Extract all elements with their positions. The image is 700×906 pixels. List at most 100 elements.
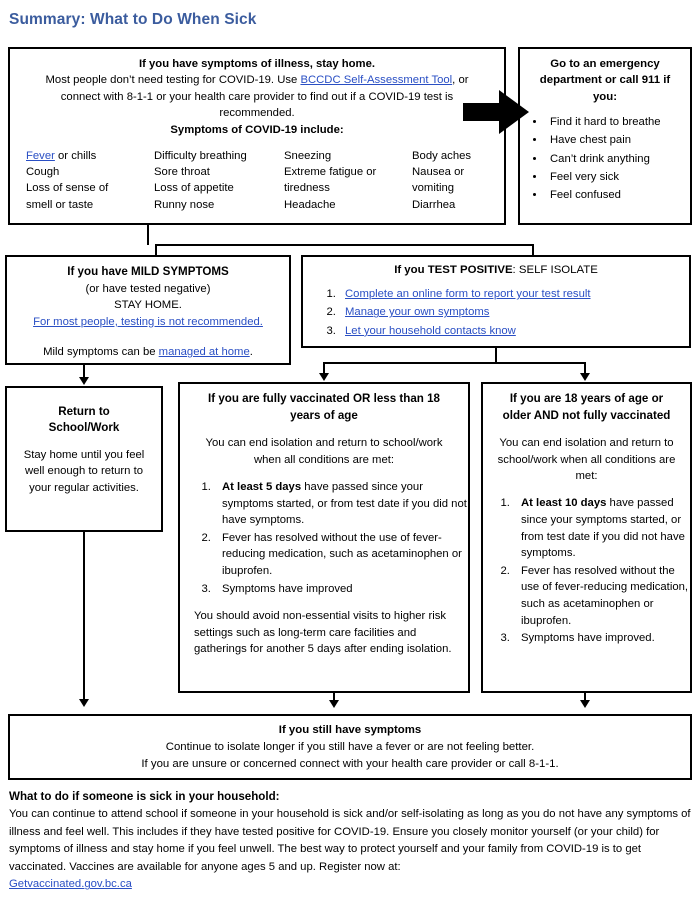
positive-heading-bold: If you TEST POSITIVE <box>394 264 513 276</box>
arrowhead-icon <box>319 373 329 381</box>
connector-line <box>333 693 335 701</box>
connector-line <box>584 362 586 374</box>
list-item: Find it hard to breathe <box>546 113 686 131</box>
symptoms-intro: If you have symptoms of illness, stay ho… <box>26 56 488 138</box>
mild-tail-post: . <box>249 346 253 359</box>
connector-line <box>584 693 586 701</box>
mild-line2: (or have tested negative) <box>85 282 211 295</box>
vaccinated-heading: If you are fully vaccinated OR less than… <box>208 392 440 422</box>
vaccinated-conditions-list: At least 5 days have passed since your s… <box>180 479 468 597</box>
mild-heading: If you have MILD SYMPTOMS <box>67 265 229 278</box>
symptom-col-1: Fever or chills Cough Loss of sense of s… <box>26 148 154 213</box>
condition-rest: have passed since your symptoms started,… <box>222 481 467 527</box>
condition-rest: Symptoms have improved <box>222 582 353 595</box>
symptoms-heading: If you have symptoms of illness, stay ho… <box>138 58 376 70</box>
symptoms-subheading: Symptoms of COVID-19 include: <box>170 123 344 136</box>
condition-bold: At least 5 days <box>222 481 302 493</box>
symptom-nausea-1: Nausea or <box>412 166 465 179</box>
connector-line <box>155 244 157 256</box>
positive-heading: If you TEST POSITIVE: SELF ISOLATE <box>303 264 689 276</box>
getvaccinated-link[interactable]: Getvaccinated.gov.bc.ca <box>9 878 132 891</box>
condition-rest: have passed since your symptoms started,… <box>521 497 685 560</box>
arrowhead-icon <box>580 700 590 708</box>
still-have-symptoms-box: If you still have symptoms Continue to i… <box>8 714 692 780</box>
list-item: Symptoms have improved <box>214 581 468 598</box>
managed-at-home-link[interactable]: managed at home <box>158 346 250 359</box>
list-item: Fever has resolved without the use of fe… <box>513 563 690 629</box>
still-line3: If you are unsure or concerned connect w… <box>141 758 559 770</box>
household-contacts-link[interactable]: Let your household contacts know <box>345 324 516 337</box>
connector-line <box>155 244 534 246</box>
symptom-runny-nose: Runny nose <box>154 198 215 211</box>
mild-tail-pre: Mild symptoms can be <box>43 346 159 359</box>
unvaccinated-subheading: You can end isolation and return to scho… <box>497 437 676 482</box>
symptom-loss-sense-2: smell or taste <box>26 198 94 211</box>
symptoms-grid: Fever or chills Cough Loss of sense of s… <box>26 148 504 213</box>
footer-body-text: You can continue to attend school if som… <box>9 808 691 873</box>
condition-rest: Fever has resolved without the use of fe… <box>521 564 689 627</box>
list-item: Fever has resolved without the use of fe… <box>214 530 468 580</box>
condition-rest: Fever has resolved without the use of fe… <box>222 531 462 577</box>
mild-line3: STAY HOME. <box>114 299 182 312</box>
condition-bold: At least 10 days <box>521 497 607 510</box>
symptom-loss-sense-1: Loss of sense of <box>26 182 109 195</box>
unvaccinated-conditions-list: At least 10 days have passed since your … <box>483 495 690 646</box>
symptom-sneezing: Sneezing <box>284 150 332 163</box>
connector-line <box>83 365 85 378</box>
fully-vaccinated-box: If you are fully vaccinated OR less than… <box>178 382 470 693</box>
manage-symptoms-link[interactable]: Manage your own symptoms <box>345 306 490 319</box>
page-title: Summary: What to Do When Sick <box>9 11 257 28</box>
return-heading-line2: School/Work <box>48 421 120 435</box>
mild-symptoms-box: If you have MILD SYMPTOMS (or have teste… <box>5 255 291 365</box>
symptom-fatigue-1: Extreme fatigue or <box>284 166 377 179</box>
test-positive-box: If you TEST POSITIVE: SELF ISOLATE Compl… <box>301 255 691 348</box>
symptom-sore-throat: Sore throat <box>154 166 210 179</box>
list-item: At least 5 days have passed since your s… <box>214 479 468 529</box>
bccdc-self-assessment-link[interactable]: BCCDC Self-Assessment Tool <box>300 74 453 87</box>
fever-link[interactable]: Fever <box>26 150 55 163</box>
list-item[interactable]: Manage your own symptoms <box>339 303 689 321</box>
connector-line <box>495 348 497 363</box>
symptoms-line2-post: , or connect with 8-1-1 or your health c… <box>60 74 469 120</box>
connector-line <box>323 362 586 364</box>
symptom-col-2: Difficulty breathing Sore throat Loss of… <box>154 148 284 213</box>
emergency-box: Go to an emergency department or call 91… <box>518 47 692 225</box>
positive-heading-rest: : SELF ISOLATE <box>512 264 598 276</box>
symptom-fatigue-2: tiredness <box>284 182 330 195</box>
testing-not-recommended-link[interactable]: For most people, testing is not recommen… <box>33 315 263 328</box>
list-item: Can’t drink anything <box>546 150 686 168</box>
symptom-headache: Headache <box>284 198 336 211</box>
still-line2: Continue to isolate longer if you still … <box>165 741 535 753</box>
emergency-arrow-icon <box>463 90 529 134</box>
list-item[interactable]: Let your household contacts know <box>339 322 689 340</box>
still-heading: If you still have symptoms <box>278 724 422 736</box>
household-footer: What to do if someone is sick in your ho… <box>9 788 693 894</box>
symptom-nausea-2: vomiting <box>412 182 455 195</box>
not-fully-vaccinated-box: If you are 18 years of age or older AND … <box>481 382 692 693</box>
symptom-body-aches: Body aches <box>412 150 472 163</box>
list-item: Have chest pain <box>546 131 686 149</box>
list-item: Feel very sick <box>546 168 686 186</box>
return-heading-line1: Return to <box>58 405 110 418</box>
symptom-col-3: Sneezing Extreme fatigue or tiredness He… <box>284 148 412 213</box>
symptom-loss-appetite: Loss of appetite <box>154 182 234 195</box>
list-item[interactable]: Complete an online form to report your t… <box>339 285 689 303</box>
symptoms-line2-pre: Most people don’t need testing for COVID… <box>45 74 301 87</box>
unvaccinated-heading: If you are 18 years of age or older AND … <box>502 392 671 422</box>
arrowhead-icon <box>580 373 590 381</box>
arrowhead-icon <box>79 699 89 707</box>
report-test-result-link[interactable]: Complete an online form to report your t… <box>345 288 591 300</box>
fever-rest: or chills <box>54 150 97 163</box>
return-body: Stay home until you feel well enough to … <box>23 448 145 494</box>
arrowhead-icon <box>329 700 339 708</box>
connector-line <box>323 362 325 374</box>
connector-line <box>147 225 149 245</box>
arrowhead-icon <box>79 377 89 385</box>
symptom-col-4: Body aches Nausea or vomiting Diarrhea <box>412 148 508 213</box>
return-to-school-box: Return to School/Work Stay home until yo… <box>5 386 163 532</box>
connector-line <box>83 532 85 700</box>
condition-rest: Symptoms have improved. <box>521 632 655 645</box>
return-heading: Return to School/Work <box>15 404 153 437</box>
symptom-cough: Cough <box>26 166 60 179</box>
